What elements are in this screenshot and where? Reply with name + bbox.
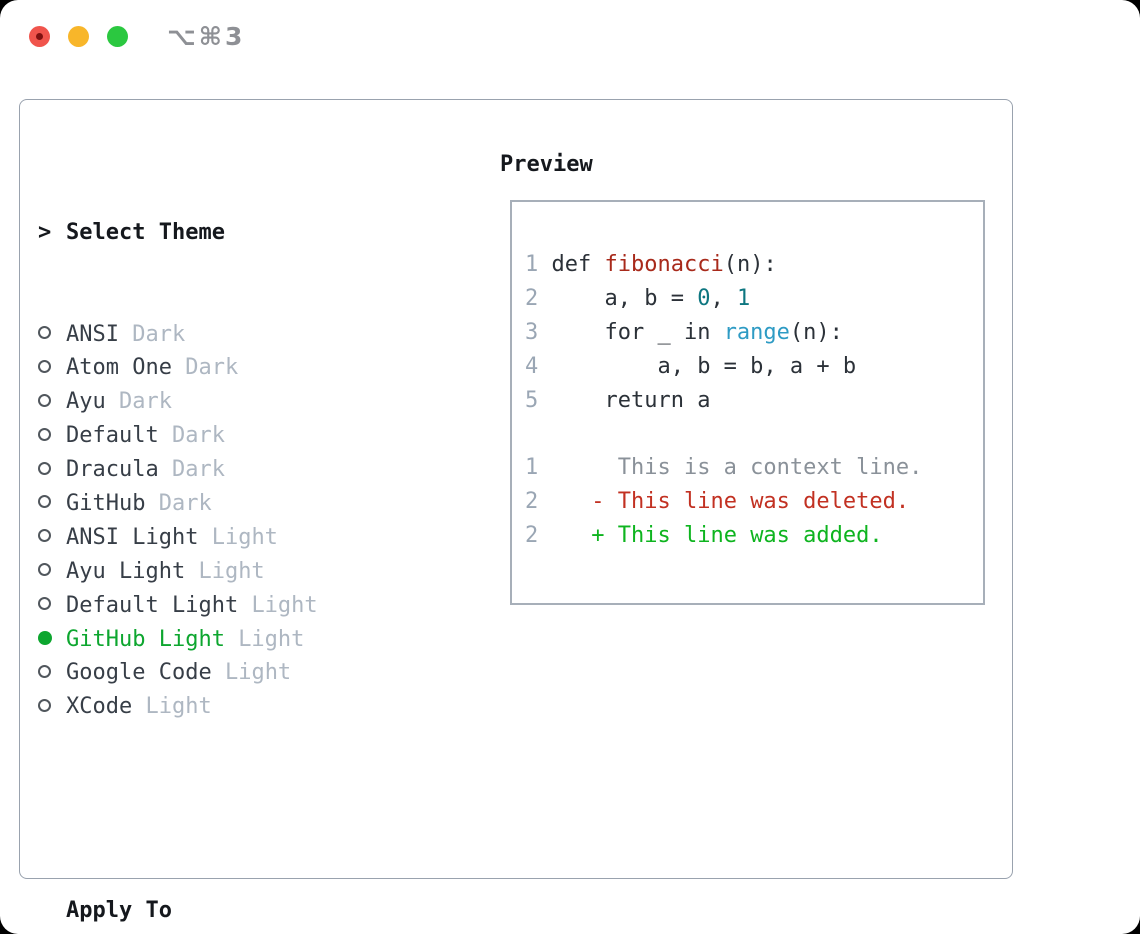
deleted-line: 2 - This line was deleted. [525,489,910,515]
line-number [525,422,538,447]
code-line: 2 a, b = 0, 1 [525,285,751,311]
added-line: 2 + This line was added. [525,523,883,549]
blank-line [525,418,983,452]
line-number: 4 [525,353,552,379]
minimize-button[interactable] [68,26,89,47]
window-title: ⌥⌘3 [167,22,246,51]
select-theme-header: > Select Theme [38,216,409,250]
theme-name: Dracula [66,457,172,483]
radio-icon [38,461,51,475]
radio-icon [38,359,51,373]
theme-variant: Dark [158,490,212,516]
apply-to-header: Apply To [38,894,409,928]
theme-option-google-code[interactable]: Google Code Light [38,656,409,690]
line-number: 1 [525,252,552,277]
line-number: 2 [525,285,552,311]
apply-to-title: Apply To [66,897,172,923]
theme-option-ansi[interactable]: ANSI Dark [38,318,409,352]
theme-option-github[interactable]: GitHub Dark [38,487,409,521]
theme-variant: Light [198,558,265,584]
theme-name: Ayu Light [66,558,199,584]
theme-variant: Dark [118,389,172,415]
theme-name: ANSI [66,321,133,347]
theme-option-atom-one[interactable]: Atom One Dark [38,351,409,385]
radio-icon [38,393,51,407]
theme-name: Atom One [66,355,186,381]
radio-icon [38,529,51,543]
line-number: 5 [525,387,552,413]
theme-variant: Dark [171,457,225,483]
radio-selected-icon [38,630,52,645]
theme-variant: Dark [171,423,225,449]
theme-option-ansi-light[interactable]: ANSI Light Light [38,521,409,555]
theme-option-default[interactable]: Default Dark [38,419,409,453]
code-line: 5 return a [525,387,711,413]
theme-variant: Light [251,592,318,618]
theme-variant: Light [238,626,305,652]
theme-variant: Dark [185,355,239,381]
theme-option-github-light[interactable]: GitHub Light Light [38,623,409,657]
prompt-caret-icon: > [38,219,52,245]
line-number: 1 [525,455,552,481]
select-theme-title: Select Theme [66,219,225,245]
radio-icon [38,698,51,712]
spacer [38,792,409,826]
theme-option-ayu[interactable]: Ayu Dark [38,385,409,419]
radio-icon [38,563,51,577]
radio-icon [38,495,51,509]
theme-option-dracula[interactable]: Dracula Dark [38,453,409,487]
code-line: 1 def fibonacci(n): [525,252,777,277]
theme-name: ANSI Light [66,524,212,550]
close-button[interactable] [29,26,50,47]
zoom-button[interactable] [107,26,128,47]
preview-header: Preview [500,152,593,177]
radio-icon [38,664,51,678]
code-line: 4 a, b = b, a + b [525,353,857,379]
code-line: 3 for _ in range(n): [525,319,843,345]
theme-name: XCode [66,694,146,720]
theme-variant: Light [211,524,278,550]
theme-name: Default Light [66,592,252,618]
radio-icon [38,597,51,611]
theme-variant: Dark [132,321,186,347]
line-number: 3 [525,319,552,345]
theme-option-default-light[interactable]: Default Light Light [38,589,409,623]
theme-name: Default [66,423,172,449]
line-number: 2 [525,523,552,549]
theme-name: GitHub Light [66,626,239,652]
theme-option-xcode[interactable]: XCode Light [38,690,409,724]
radio-icon [38,326,51,340]
theme-name: GitHub [66,490,159,516]
theme-variant: Light [145,694,212,720]
code-preview: 1 def fibonacci(n): 2 a, b = 0, 1 3 for _ … [512,202,983,553]
preview-box: 1 def fibonacci(n): 2 a, b = 0, 1 3 for _ … [510,200,985,605]
recording-dot-icon [36,33,43,40]
radio-icon [38,427,51,441]
theme-variant: Light [224,660,292,686]
theme-option-ayu-light[interactable]: Ayu Light Light [38,555,409,589]
line-number: 2 [525,489,552,515]
theme-name: Google Code [66,660,225,686]
theme-name: Ayu [66,389,119,415]
context-line: 1 This is a context line. [525,455,923,481]
